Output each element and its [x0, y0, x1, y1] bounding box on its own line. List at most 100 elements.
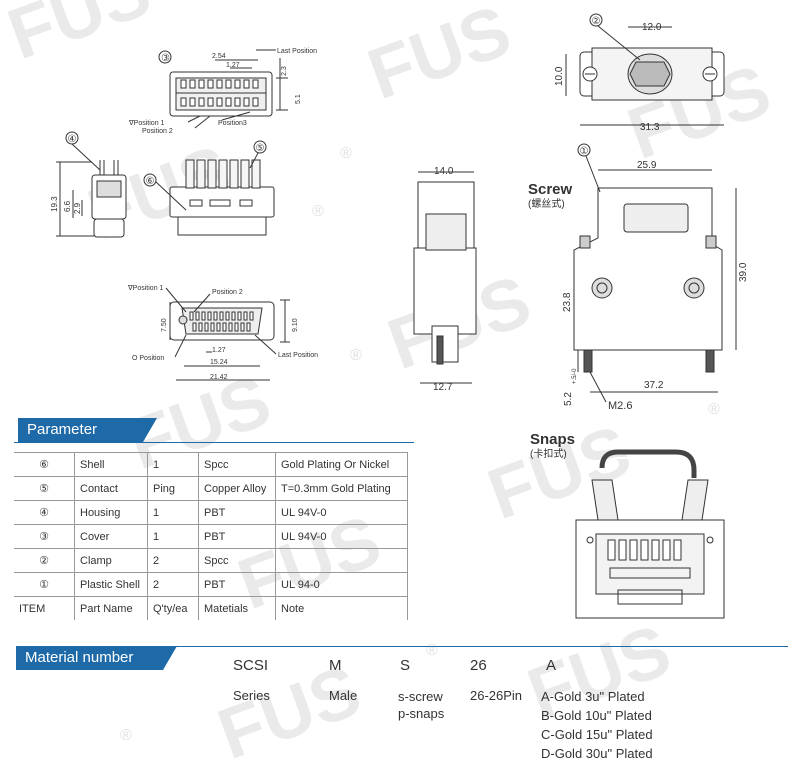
dim-12-7: 12.7	[433, 382, 453, 393]
screw-subtitle: (螺丝式)	[528, 197, 565, 210]
callout-5: ⑤	[256, 143, 265, 154]
qty-cell: 1	[147, 452, 199, 477]
part-name-cell: Clamp	[74, 548, 148, 573]
dim-23-8: 23.8	[562, 292, 573, 312]
dim-tolerance: +.5/-0	[572, 368, 578, 384]
label-position1: ∇Position 1	[128, 119, 165, 127]
dim-12-0: 12.0	[642, 22, 662, 33]
code-male: M	[329, 657, 342, 674]
snaps-view: Snaps (卡扣式)	[530, 431, 725, 619]
desc-plating-d: D-Gold 30u" Plated	[541, 746, 653, 761]
material-header: Material number	[16, 646, 177, 670]
material-cell: PBT	[198, 500, 276, 525]
dim-19-3: 19.3	[50, 196, 59, 212]
dim-1-27: 1.27	[226, 62, 240, 69]
desc-snaps: p-snaps	[398, 706, 445, 721]
table-header-row: ITEM Part Name Q'ty/ea Matetials Note	[14, 596, 408, 620]
table-row: ⑤ Contact Ping Copper Alloy T=0.3mm Gold…	[14, 476, 408, 501]
snaps-subtitle: (卡扣式)	[530, 447, 567, 460]
screw-title: Screw	[528, 181, 573, 198]
dim-2-3: 2.3	[281, 66, 288, 76]
dim-39-0: 39.0	[738, 262, 749, 282]
material-cell: PBT	[198, 524, 276, 549]
dim-6-6: 6.6	[63, 200, 72, 212]
watermark-reg: ®	[708, 401, 720, 418]
item-cell: ④	[14, 500, 75, 525]
top-view-cover	[158, 49, 288, 129]
qty-cell: 2	[147, 548, 199, 573]
label-m2-6: M2.6	[608, 400, 632, 412]
part-name-cell: Shell	[74, 452, 148, 477]
technical-drawing: 2.54 1.27 Last Position ∇Position 1 Posi…	[50, 13, 749, 412]
top-view-clamp	[565, 13, 725, 126]
watermark-reg: ®	[312, 203, 324, 220]
desc-screw: s-screw	[398, 689, 443, 704]
dim-25-9: 25.9	[637, 160, 657, 171]
dim-5-1: 5.1	[295, 94, 302, 104]
desc-plating-b: B-Gold 10u" Plated	[541, 708, 652, 723]
snaps-title: Snaps	[530, 431, 575, 448]
note-cell	[275, 548, 408, 573]
header-material: Matetials	[198, 596, 276, 620]
dim-9-10: 9.10	[292, 318, 299, 332]
code-series: SCSI	[233, 657, 269, 674]
item-cell: ③	[14, 524, 75, 549]
item-cell: ①	[14, 572, 75, 597]
item-cell: ⑥	[14, 452, 75, 477]
table-row: ④ Housing 1 PBT UL 94V-0	[14, 500, 408, 525]
material-cell: PBT	[198, 572, 276, 597]
code-plating: A	[546, 657, 557, 674]
callout-6: ⑥	[146, 176, 155, 187]
watermark-reg: ®	[426, 642, 438, 659]
qty-cell: 1	[147, 524, 199, 549]
label-position2: Position 2	[142, 128, 173, 135]
dim-15-24: 15.24	[210, 359, 228, 366]
desc-plating-a: A-Gold 3u" Plated	[541, 689, 645, 704]
dim-1-27: 1.27	[212, 347, 226, 354]
label-position1: ∇Position 1	[127, 284, 164, 292]
qty-cell: 2	[147, 572, 199, 597]
material-cell: Spcc	[198, 452, 276, 477]
front-view-contacts	[143, 140, 275, 236]
item-cell: ②	[14, 548, 75, 573]
screw-side-view	[413, 171, 477, 384]
watermark-reg: ®	[120, 727, 132, 744]
watermark-reg: ®	[350, 347, 362, 364]
dim-5-2: 5.2	[563, 392, 574, 406]
note-cell: T=0.3mm Gold Plating	[275, 476, 408, 501]
part-name-cell: Plastic Shell	[74, 572, 148, 597]
part-name-cell: Cover	[74, 524, 148, 549]
parameter-rule	[14, 442, 414, 443]
dim-14-0: 14.0	[434, 166, 454, 177]
table-row: ③ Cover 1 PBT UL 94V-0	[14, 524, 408, 549]
label-position2: Position 2	[212, 289, 243, 296]
material-rule	[16, 646, 788, 647]
screw-front-view	[573, 143, 737, 403]
table-row: ② Clamp 2 Spcc	[14, 548, 408, 573]
label-last-position: Last Position	[278, 352, 318, 359]
dim-37-2: 37.2	[644, 380, 664, 391]
part-name-cell: Contact	[74, 476, 148, 501]
label-o-position: O Position	[132, 355, 164, 362]
dim-31-3: 31.3	[640, 122, 660, 133]
label-position3: Position3	[218, 120, 247, 127]
dim-2-54: 2.54	[212, 53, 226, 60]
header-qty: Q'ty/ea	[147, 596, 199, 620]
dim-7-50: 7.50	[161, 318, 168, 332]
watermark-reg: ®	[340, 145, 352, 162]
code-pins: 26	[470, 657, 487, 674]
desc-plating-c: C-Gold 15u" Plated	[541, 727, 653, 742]
code-type: S	[400, 657, 411, 674]
item-cell: ⑤	[14, 476, 75, 501]
header-item: ITEM	[14, 596, 75, 620]
parameter-header: Parameter	[18, 418, 157, 442]
header-note: Note	[275, 596, 408, 620]
side-view-housing	[56, 131, 127, 238]
header-part-name: Part Name	[74, 596, 148, 620]
note-cell: Gold Plating Or Nickel	[275, 452, 408, 477]
qty-cell: Ping	[147, 476, 199, 501]
note-cell: UL 94V-0	[275, 500, 408, 525]
callout-1: ①	[580, 146, 589, 157]
dim-10-0: 10.0	[554, 66, 565, 86]
note-cell: UL 94-0	[275, 572, 408, 597]
